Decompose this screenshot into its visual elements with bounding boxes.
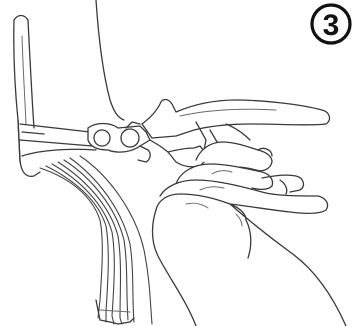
step-number: 3: [323, 9, 340, 42]
wire-bundle: [40, 156, 152, 324]
jaw-pivot: [94, 130, 110, 146]
hand: [153, 142, 347, 326]
jaw-bolt: [121, 129, 139, 147]
cable-into-jaw: [20, 124, 96, 156]
housing-edge: [96, 0, 124, 120]
step-badge: 3: [312, 5, 350, 43]
upper-handle: [142, 100, 329, 139]
